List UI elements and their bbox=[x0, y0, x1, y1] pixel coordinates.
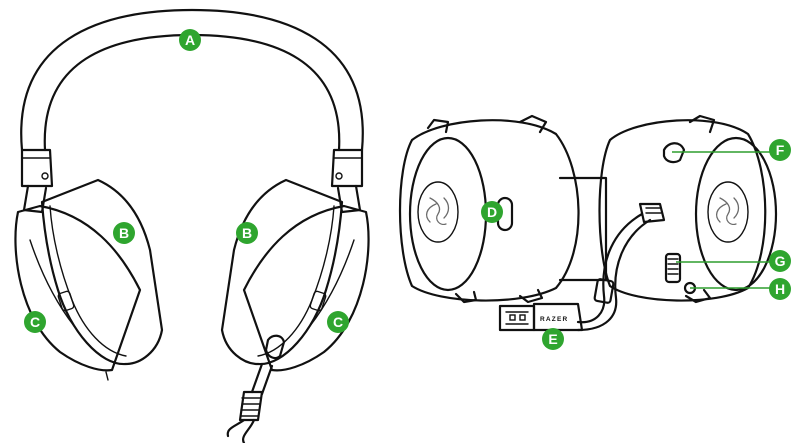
callout-g: G bbox=[769, 250, 791, 272]
right-earcup bbox=[244, 206, 369, 370]
left-razer-logo bbox=[427, 198, 449, 224]
callout-label: A bbox=[185, 32, 195, 48]
headset-side-view bbox=[400, 116, 776, 330]
callout-c-left: C bbox=[24, 311, 46, 333]
volume-wheel bbox=[666, 254, 680, 282]
callout-e: E bbox=[542, 328, 564, 350]
callout-label: D bbox=[487, 204, 497, 220]
callout-label: B bbox=[119, 225, 129, 241]
right-razer-logo bbox=[717, 198, 739, 224]
front-cable bbox=[252, 364, 272, 394]
callout-f: F bbox=[769, 139, 791, 161]
callout-a: A bbox=[179, 29, 201, 51]
callout-label: G bbox=[775, 253, 786, 269]
callout-c-right: C bbox=[327, 311, 349, 333]
side-cable bbox=[578, 214, 642, 322]
callout-d: D bbox=[481, 201, 503, 223]
usb-connector: RAZER bbox=[500, 304, 582, 330]
callout-h: H bbox=[769, 278, 791, 300]
callout-label: H bbox=[775, 281, 785, 297]
callout-lines bbox=[672, 152, 770, 288]
callout-label: F bbox=[776, 142, 785, 158]
callout-label: E bbox=[548, 331, 557, 347]
usb-brand-text: RAZER bbox=[540, 316, 568, 323]
callout-b-right: B bbox=[236, 222, 258, 244]
callout-label: C bbox=[30, 314, 40, 330]
callout-label: C bbox=[333, 314, 343, 330]
callout-b-left: B bbox=[113, 222, 135, 244]
callout-label: B bbox=[242, 225, 252, 241]
headset-front-view bbox=[15, 10, 368, 443]
